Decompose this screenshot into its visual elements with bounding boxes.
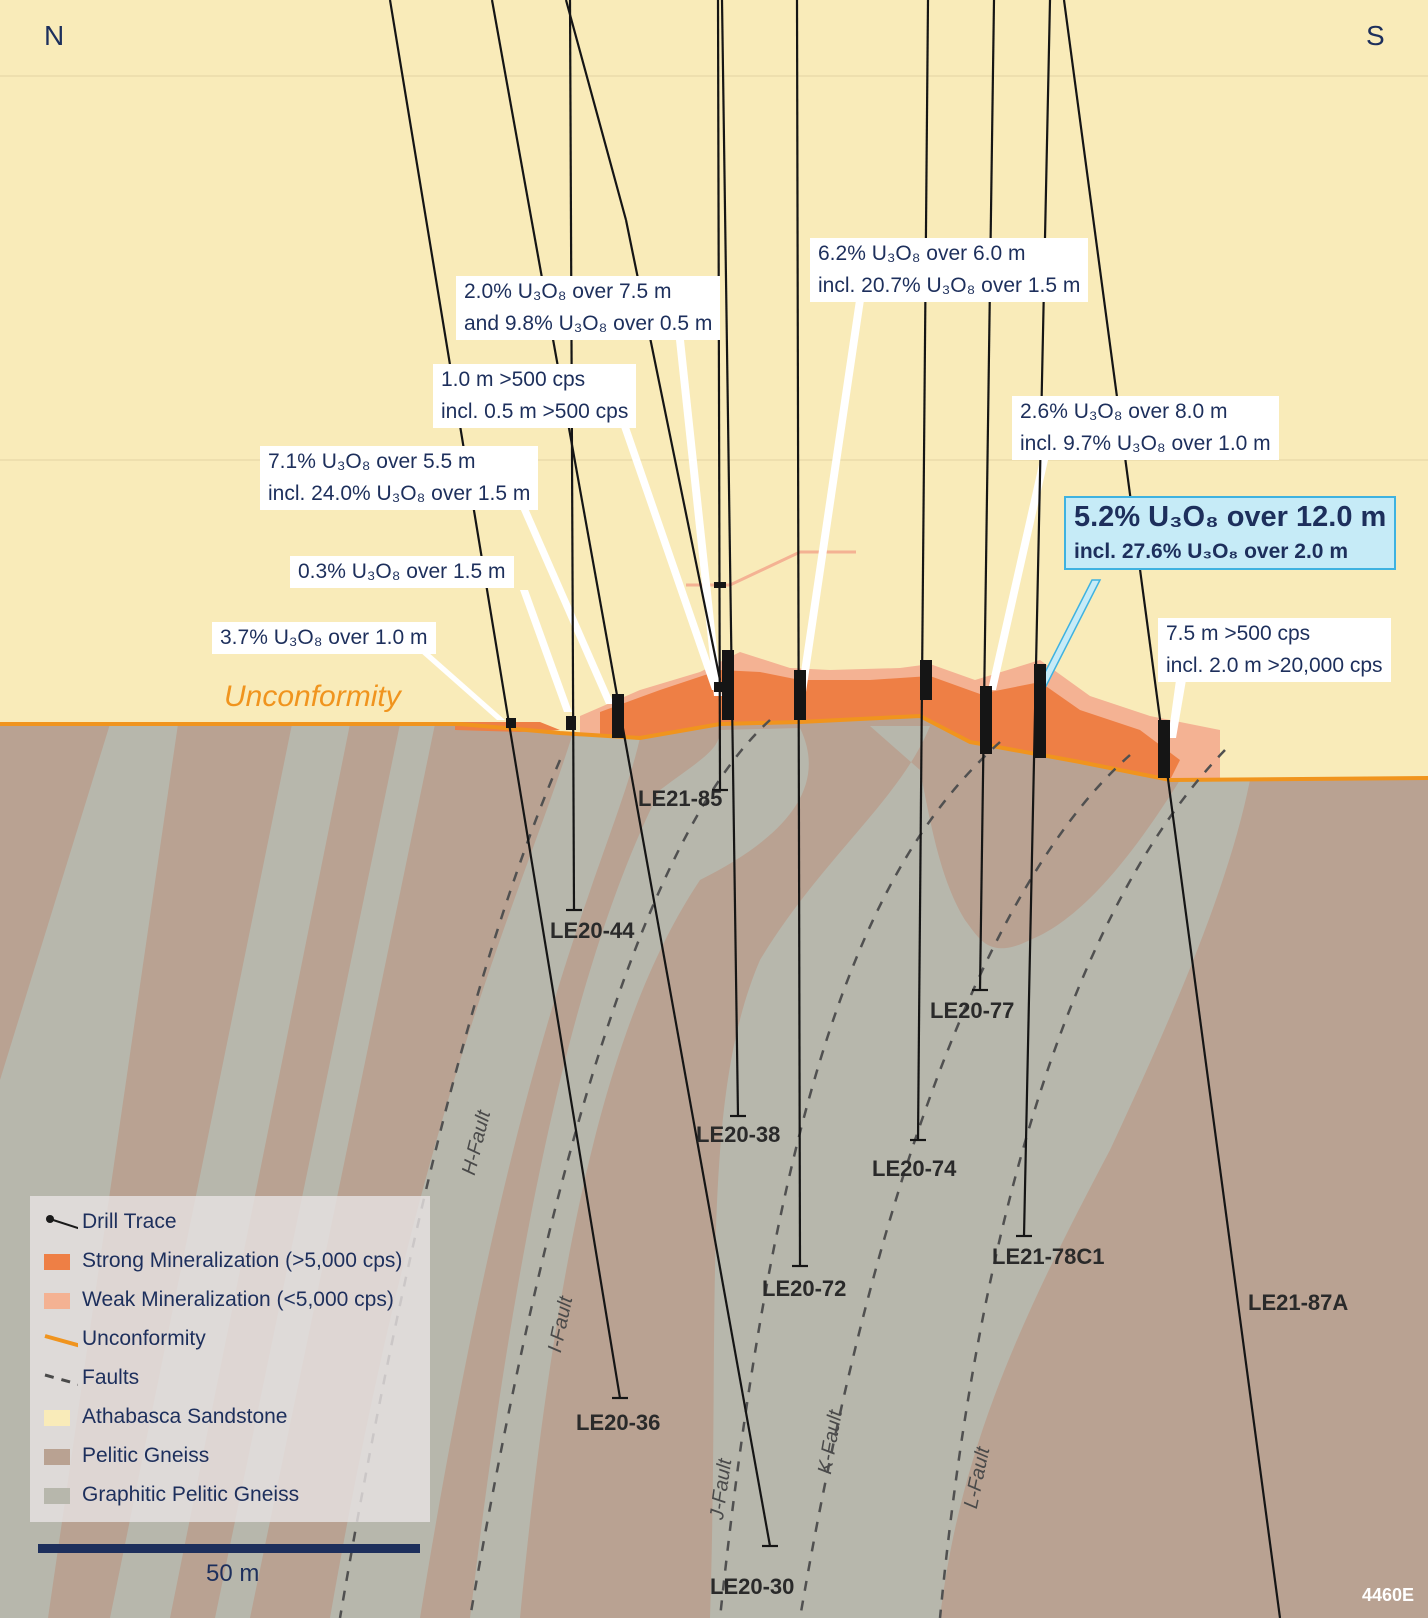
intercept-callout: 2.0% U₃O₈ over 7.5 m and 9.8% U₃O₈ over … — [456, 276, 721, 340]
sandstone-swatch — [44, 1410, 70, 1426]
legend-label: Unconformity — [82, 1327, 206, 1350]
drill-trace-le21-85 — [716, 0, 722, 791]
callout-line: 2.0% U₃O₈ over 7.5 m — [464, 280, 672, 303]
drill-hole-label: LE20-72 — [762, 1276, 847, 1301]
legend-item-pelitic-gneiss: Pelitic Gneiss — [30, 1442, 430, 1472]
highlight-intercept-callout: 5.2% U₃O₈ over 12.0 m incl. 27.6% U₃O₈ o… — [1064, 496, 1397, 570]
drill-traces — [388, 0, 1282, 1618]
k-fault-line — [798, 754, 1131, 1618]
unconformity-line — [0, 713, 1428, 783]
unconformity-line-icon — [44, 1334, 78, 1348]
drill-trace-le20-77 — [978, 0, 996, 991]
legend-item-graphitic-pelitic-gneiss: Graphitic Pelitic Gneiss — [30, 1481, 430, 1511]
drill-trace-le20-38 — [720, 0, 740, 1117]
drill-hole-label: LE20-77 — [930, 998, 1015, 1023]
legend-label: Faults — [82, 1366, 140, 1389]
legend-item-faults: Faults — [30, 1364, 430, 1394]
callout-line: and 9.8% U₃O₈ over 0.5 m — [464, 312, 713, 335]
callout-leaders — [420, 300, 1186, 738]
callout-line: 7.1% U₃O₈ over 5.5 m — [268, 450, 476, 473]
intercept-callout: 7.5 m >500 cps incl. 2.0 m >20,000 cps — [1158, 618, 1391, 682]
callout-line: 1.0 m >500 cps — [441, 368, 586, 391]
drill-hole-label: LE20-30 — [710, 1574, 795, 1599]
legend: Drill Trace Strong Mineralization (>5,00… — [30, 1196, 430, 1522]
drill-trace-le20-30 — [490, 0, 772, 1547]
i-fault-line — [468, 719, 771, 1618]
intercept-callout: 6.2% U₃O₈ over 6.0 m incl. 20.7% U₃O₈ ov… — [810, 238, 1089, 302]
grid-lines — [0, 75, 1428, 461]
drill-hole-label: LE21-87A — [1248, 1290, 1349, 1315]
drill-hole-label: LE20-74 — [872, 1156, 957, 1181]
drill-trace-le20-38-upper — [564, 0, 628, 221]
legend-item-strong-mineralization: Strong Mineralization (>5,000 cps) — [30, 1247, 430, 1277]
intercept-callout: 3.7% U₃O₈ over 1.0 m — [212, 622, 436, 654]
callout-line: incl. 9.7% U₃O₈ over 1.0 m — [1020, 432, 1271, 455]
legend-label: Athabasca Sandstone — [82, 1405, 288, 1428]
legend-label: Graphitic Pelitic Gneiss — [82, 1483, 300, 1506]
drill-hole-label: LE20-36 — [576, 1410, 661, 1435]
legend-label: Drill Trace — [82, 1210, 177, 1233]
legend-label: Weak Mineralization (<5,000 cps) — [82, 1288, 394, 1311]
drill-trace-icon — [46, 1215, 78, 1230]
callout-line: 2.6% U₃O₈ over 8.0 m — [1020, 400, 1228, 423]
callout-line: incl. 24.0% U₃O₈ over 1.5 m — [268, 482, 531, 505]
unconformity-label: Unconformity — [224, 680, 401, 713]
graphitic-gneiss-swatch — [44, 1488, 70, 1504]
callout-line: 7.5 m >500 cps — [1166, 622, 1311, 645]
figure-id: 4460E — [1361, 1585, 1414, 1605]
callout-line: 6.2% U₃O₈ over 6.0 m — [818, 242, 1026, 265]
drill-hole-label: LE21-78C1 — [992, 1244, 1105, 1269]
intercept-callout: 1.0 m >500 cps incl. 0.5 m >500 cps — [433, 364, 637, 428]
weak-mineralization-swatch — [44, 1293, 70, 1309]
intercept-callout: 2.6% U₃O₈ over 8.0 m incl. 9.7% U₃O₈ ove… — [1012, 396, 1279, 460]
callout-line: incl. 20.7% U₃O₈ over 1.5 m — [818, 274, 1081, 297]
drill-hole-label: LE20-44 — [550, 918, 635, 943]
drill-trace-le20-36 — [388, 0, 622, 1399]
callout-line: incl. 0.5 m >500 cps — [441, 400, 629, 423]
legend-item-athabasca-sandstone: Athabasca Sandstone — [30, 1403, 430, 1433]
drill-trace-le20-44 — [568, 0, 576, 911]
drill-hole-label: LE21-85 — [638, 786, 723, 811]
l-fault-line — [938, 749, 1226, 1618]
callout-line: 0.3% U₃O₈ over 1.5 m — [298, 560, 506, 583]
callout-line: incl. 27.6% U₃O₈ over 2.0 m — [1074, 540, 1348, 563]
h-fault-line — [338, 759, 562, 1618]
drill-trace-le21-78c1 — [1022, 0, 1052, 1237]
legend-item-drill-trace: Drill Trace — [30, 1208, 430, 1238]
intercept-callout: 7.1% U₃O₈ over 5.5 m incl. 24.0% U₃O₈ ov… — [260, 446, 539, 510]
drill-trace-le20-72 — [795, 0, 802, 1267]
north-label: N — [44, 20, 65, 51]
drill-trace-le21-87a — [1062, 0, 1282, 1618]
callout-line: incl. 2.0 m >20,000 cps — [1166, 654, 1383, 677]
legend-item-weak-mineralization: Weak Mineralization (<5,000 cps) — [30, 1286, 430, 1316]
callout-line: 3.7% U₃O₈ over 1.0 m — [220, 626, 428, 649]
fault-dash-icon — [44, 1373, 78, 1386]
pelitic-gneiss-swatch — [44, 1449, 70, 1465]
intercept-callout: 0.3% U₃O₈ over 1.5 m — [290, 556, 514, 588]
hole-end-ticks — [566, 788, 1032, 1548]
legend-label: Pelitic Gneiss — [82, 1444, 210, 1467]
strong-mineralization-swatch — [44, 1254, 70, 1270]
fault-lines — [338, 719, 1226, 1618]
scale-bar-label: 50 m — [206, 1560, 260, 1587]
legend-label: Strong Mineralization (>5,000 cps) — [82, 1249, 403, 1272]
drill-trace-le20-74 — [916, 0, 930, 1141]
drill-hole-label: LE20-38 — [696, 1122, 781, 1147]
south-label: S — [1366, 20, 1385, 51]
legend-item-unconformity: Unconformity — [30, 1325, 430, 1355]
scale-bar — [38, 1544, 420, 1553]
callout-line: 5.2% U₃O₈ over 12.0 m — [1074, 501, 1387, 533]
intercept-marks — [506, 582, 1170, 778]
